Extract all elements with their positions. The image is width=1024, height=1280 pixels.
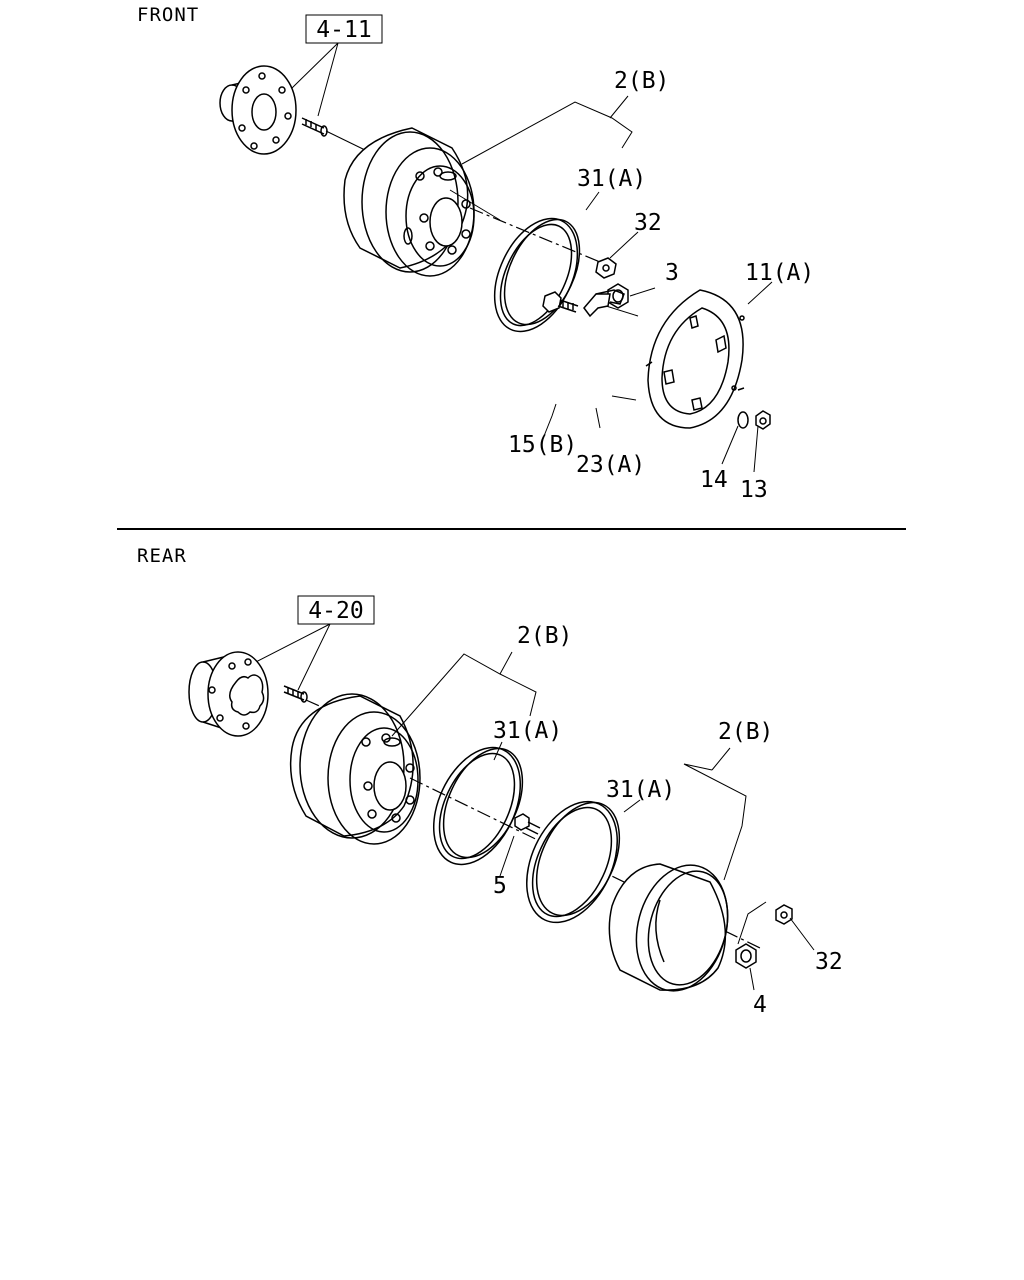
rear-reference-box[interactable]: 4-20 (297, 595, 375, 625)
rear-reference-frame (297, 595, 375, 625)
rear-section: REAR 4-20 (137, 545, 843, 1018)
rear-nut-32 (775, 904, 793, 925)
front-axis-line-2 (469, 207, 601, 263)
rear-ring-31a-outer (526, 800, 621, 924)
front-ring-31a (493, 217, 581, 333)
rear-section-title: REAR (137, 545, 187, 567)
front-reference-leaders (291, 42, 339, 117)
rear-reference-leaders (251, 623, 331, 691)
front-bolt-15b (542, 291, 579, 313)
rear-nut-4 (735, 943, 757, 969)
front-callout-31a: 31(A) (577, 166, 646, 192)
rear-outer-wheel (608, 863, 729, 992)
rear-hub-bolt (283, 685, 308, 703)
rear-callout-4: 4 (753, 992, 767, 1018)
rear-callout-2b-2: 2(B) (718, 719, 773, 745)
rear-callout-31a-2: 31(A) (606, 777, 675, 803)
front-hub (219, 65, 297, 155)
front-callout-15b: 15(B) (508, 432, 577, 458)
front-nut-32 (595, 257, 617, 279)
front-callout-23a: 23(A) (576, 452, 645, 478)
front-nut-13 (755, 410, 771, 430)
front-section-title: FRONT (137, 4, 199, 26)
front-callout-32: 32 (634, 210, 662, 236)
front-reference-frame (305, 14, 383, 44)
front-washer-14 (737, 411, 749, 429)
rear-stud-5 (514, 813, 541, 835)
rear-reference-label: 4-20 (308, 598, 363, 624)
rear-leaders (391, 651, 815, 991)
rear-inner-wheel-disc (289, 693, 421, 845)
front-axis-line-1 (325, 130, 366, 151)
rear-ring-31a-inner (432, 746, 524, 866)
rear-callout-31a-1: 31(A) (493, 718, 562, 744)
rear-callout-5: 5 (493, 873, 507, 899)
front-nut-3 (607, 283, 629, 309)
front-backing-plate-11a (645, 289, 745, 429)
front-callout-3: 3 (665, 260, 679, 286)
front-hub-bolt (301, 117, 328, 137)
front-callout-2b: 2(B) (614, 68, 669, 94)
front-reference-label: 4-11 (316, 17, 371, 43)
front-reference-box[interactable]: 4-11 (305, 14, 383, 44)
front-callout-11a: 11(A) (745, 260, 814, 286)
front-section: FRONT 4-11 (137, 4, 814, 503)
front-wheel-disc (343, 127, 501, 277)
rear-hub (188, 651, 269, 737)
front-leaders (461, 95, 773, 473)
rear-callout-32: 32 (815, 949, 843, 975)
front-callout-14: 14 (700, 467, 728, 493)
front-bracket-23a (583, 289, 625, 318)
front-callout-13: 13 (740, 477, 768, 503)
front-axis-line-3 (605, 305, 639, 317)
rear-callout-2b-1: 2(B) (517, 623, 572, 649)
